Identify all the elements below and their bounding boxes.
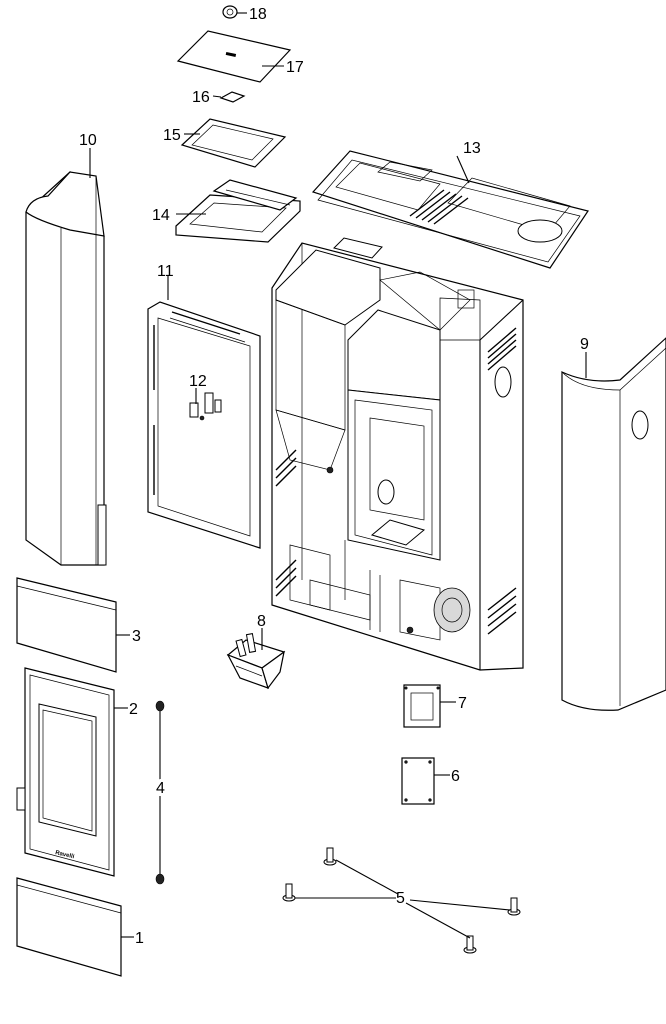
label-8: 8 <box>257 613 266 630</box>
label-11: 11 <box>157 263 174 280</box>
label-14: 14 <box>152 207 170 224</box>
side-vents <box>275 327 517 635</box>
label-10: 10 <box>79 132 97 149</box>
label-18: 18 <box>249 6 267 23</box>
part-8-burn-pot[interactable] <box>226 628 286 690</box>
part-12-brackets[interactable] <box>189 388 222 421</box>
panel-slots <box>153 311 241 495</box>
part-10-left-side-panel[interactable] <box>25 148 107 566</box>
label-7: 7 <box>458 695 467 712</box>
part-6-cover-plate[interactable] <box>401 757 450 805</box>
door-logo: Ravelli <box>55 850 76 860</box>
part-16-small-plate[interactable] <box>212 91 246 103</box>
label-2: 2 <box>129 701 138 718</box>
part-2-front-door[interactable]: Ravelli <box>16 667 128 877</box>
label-6: 6 <box>451 768 460 785</box>
part-13-top-plate[interactable] <box>311 150 589 269</box>
part-9-right-side-panel[interactable] <box>561 337 666 711</box>
label-3: 3 <box>132 628 141 645</box>
stove-body[interactable] <box>271 237 524 671</box>
label-5: 5 <box>396 890 405 907</box>
label-12: 12 <box>189 373 207 390</box>
top-vent-grille <box>409 189 469 225</box>
label-9: 9 <box>580 336 589 353</box>
part-15-gasket-frame[interactable] <box>180 118 287 168</box>
part-3-upper-front-panel[interactable] <box>16 577 130 673</box>
label-13: 13 <box>463 140 481 157</box>
label-4-halo: 4 <box>156 780 165 797</box>
foot-2 <box>282 883 296 902</box>
label-4: 4 <box>156 780 165 797</box>
part-14-hopper-lid[interactable] <box>175 179 301 243</box>
label-17: 17 <box>286 59 304 76</box>
label-1: 1 <box>135 930 144 947</box>
foot-4 <box>463 935 477 954</box>
foot-1 <box>323 847 337 866</box>
part-5-leveling-feet[interactable] <box>282 847 521 954</box>
part-7-framed-plate[interactable] <box>403 684 456 728</box>
part-17-top-cover[interactable] <box>176 30 292 83</box>
part-18-knob[interactable] <box>222 5 247 19</box>
part-11-inner-panel[interactable] <box>147 276 261 549</box>
label-16: 16 <box>192 89 210 106</box>
part-4-handle-rod[interactable] <box>155 700 165 885</box>
foot-3 <box>507 897 521 916</box>
part-1-lower-front-panel[interactable] <box>16 877 134 977</box>
label-15: 15 <box>163 127 181 144</box>
